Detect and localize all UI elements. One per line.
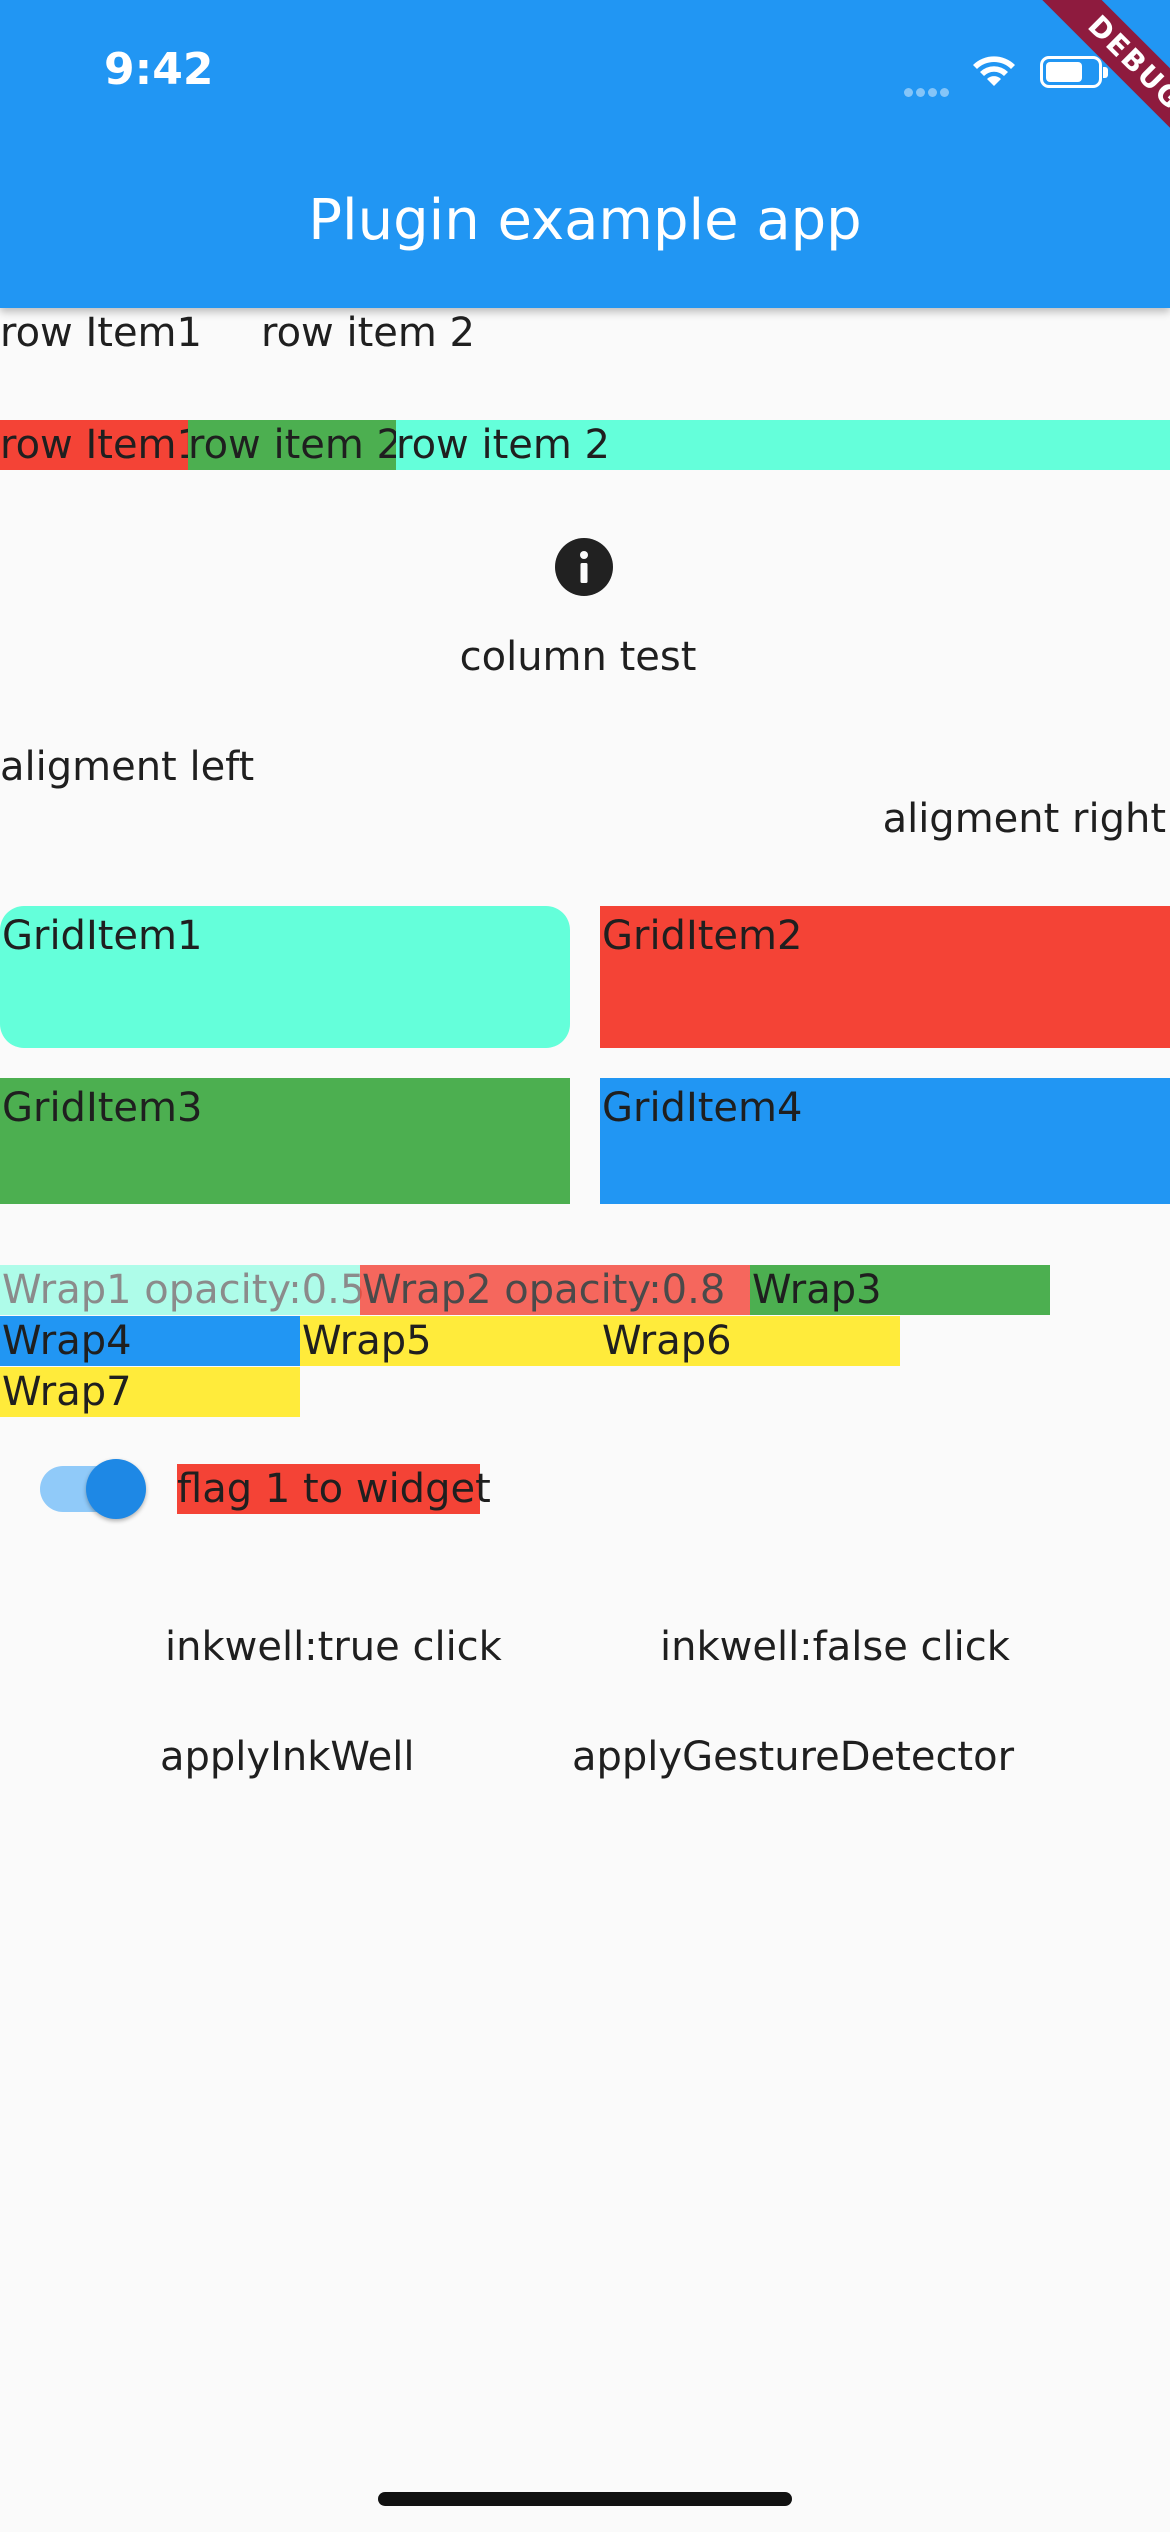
- wrap-item-6: Wrap6: [600, 1316, 900, 1366]
- apply-gesture-detector-button[interactable]: applyGestureDetector: [572, 1734, 1015, 1780]
- wrap-item-4: Wrap4: [0, 1316, 300, 1366]
- info-icon: [555, 538, 613, 596]
- grid-item-1: GridItem1: [0, 906, 570, 1048]
- app-bar: 9:42 DEBUG Plugin example app: [0, 0, 1170, 308]
- colored-row-item-2: row item 2: [188, 420, 403, 470]
- alignment-left: aligment left: [0, 744, 255, 790]
- debug-banner: DEBUG: [1014, 0, 1170, 184]
- apply-inkwell-button[interactable]: applyInkWell: [160, 1734, 415, 1780]
- wrap-item-2: Wrap2 opacity:0.8: [360, 1265, 750, 1315]
- colored-row-item-3: row item 2: [396, 420, 1170, 470]
- row-item-2: row item 2: [261, 310, 476, 356]
- column-label: column test: [459, 634, 697, 680]
- grid-item-4: GridItem4: [600, 1078, 1170, 1204]
- flag-label: flag 1 to widget: [177, 1464, 491, 1514]
- cellular-signal-icon: [904, 82, 952, 101]
- wrap-item-1: Wrap1 opacity:0.5: [0, 1265, 366, 1315]
- grid-item-2: GridItem2: [600, 906, 1170, 1048]
- inkwell-true-button[interactable]: inkwell:true click: [165, 1624, 502, 1670]
- status-time: 9:42: [104, 44, 214, 95]
- grid-item-3: GridItem3: [0, 1078, 570, 1204]
- home-indicator[interactable]: [378, 2492, 792, 2506]
- battery-icon: [1040, 56, 1108, 88]
- inkwell-false-button[interactable]: inkwell:false click: [660, 1624, 1010, 1670]
- wrap-item-5: Wrap5: [300, 1316, 600, 1366]
- row-item-1: row Item1: [0, 310, 202, 356]
- colored-row-item-1: row Item1: [0, 420, 202, 470]
- flag-switch-thumb[interactable]: [86, 1459, 146, 1519]
- wifi-icon: [973, 56, 1015, 86]
- wrap-item-7: Wrap7: [0, 1367, 300, 1417]
- app-title: Plugin example app: [308, 188, 862, 253]
- alignment-right: aligment right: [882, 796, 1166, 842]
- wrap-item-3: Wrap3: [750, 1265, 1050, 1315]
